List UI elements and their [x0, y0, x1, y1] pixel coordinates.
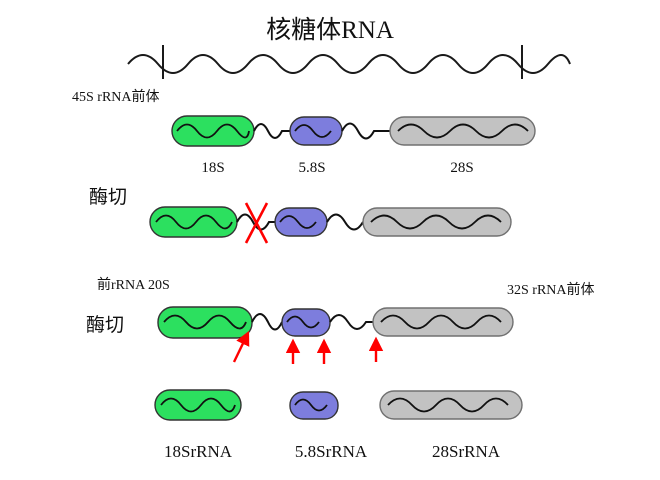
top-rna-wave: [127, 54, 571, 74]
row2-58s-segment: [274, 207, 328, 237]
row3-58s-segment: [281, 308, 331, 337]
row2-58s-inner-wave: [279, 215, 317, 229]
row1-28s-inner-wave: [397, 123, 529, 139]
row4-58s-segment: [289, 391, 339, 420]
row2-18s-segment: [149, 206, 238, 238]
row4-58s-inner-wave: [294, 398, 328, 412]
row4-18s-inner-wave: [160, 397, 236, 413]
row4-18s-segment: [154, 389, 242, 421]
mature-28s-label: 28SrRNA: [432, 442, 501, 461]
row2-28s-segment: [362, 207, 512, 237]
mature-58s-label: 5.8SrRNA: [295, 442, 368, 461]
row1-28s-label: 28S: [450, 160, 473, 176]
row1-58s-label: 5.8S: [298, 160, 325, 176]
cut-arrow-icon: [232, 330, 250, 363]
row2-spacer-a: [236, 213, 275, 231]
row3-18s-inner-wave: [163, 314, 247, 330]
enzyme-cut-label-2: 酶切: [86, 314, 124, 336]
pre-rrna-20s-label: 前rRNA 20S: [97, 276, 170, 293]
row1-spacer-b: [341, 122, 390, 140]
row1-18s-segment: [171, 115, 255, 147]
row3-58s-inner-wave: [286, 315, 320, 329]
row2-18s-inner-wave: [155, 214, 233, 230]
row2-spacer-b: [326, 213, 364, 231]
row1-18s-inner-wave: [176, 123, 250, 139]
row1-18s-label: 18S: [201, 160, 224, 176]
row3-spacer-a: [251, 313, 283, 331]
row1-28s-segment: [389, 116, 536, 146]
row4-28s-segment: [379, 390, 523, 420]
page-title: 核糖体RNA: [266, 16, 394, 44]
cut-x-icon: [244, 202, 269, 244]
row1-spacer-a: [253, 123, 290, 139]
row1-58s-segment: [289, 116, 343, 146]
row3-spacer-b: [329, 314, 373, 330]
row3-28s-segment: [372, 307, 514, 337]
row4-28s-inner-wave: [387, 397, 509, 413]
row3-28s-inner-wave: [380, 314, 502, 330]
mature-18s-label: 18SrRNA: [164, 442, 233, 461]
row1-58s-inner-wave: [294, 124, 332, 138]
row3-18s-segment: [157, 306, 253, 339]
precursor-45s-label: 45S rRNA前体: [72, 88, 160, 105]
row2-28s-inner-wave: [370, 214, 502, 230]
precursor-32s-label: 32S rRNA前体: [507, 281, 595, 298]
enzyme-cut-label-1: 酶切: [89, 186, 127, 208]
